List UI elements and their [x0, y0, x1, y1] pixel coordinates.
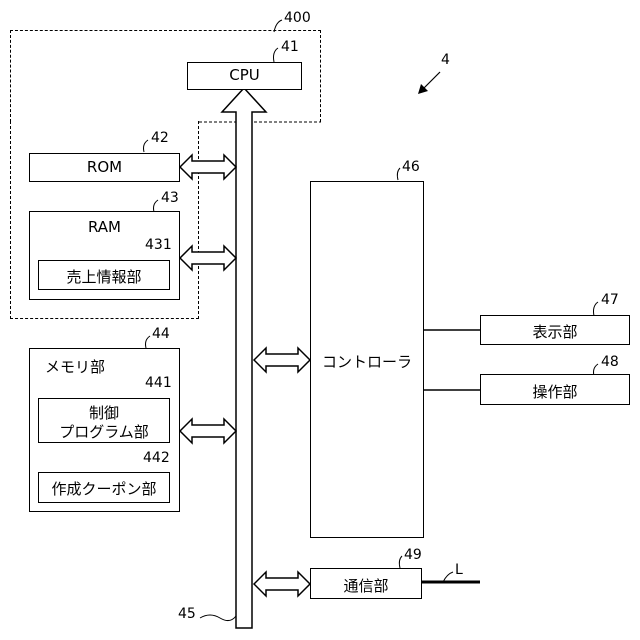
operation-label: 操作部 [480, 381, 630, 402]
ref-41: 41 [281, 39, 299, 55]
ref-49: 49 [404, 547, 422, 563]
control-program-label-line1: 制御 [38, 402, 170, 423]
ref-45: 45 [178, 606, 196, 622]
rom-bus-arrow [180, 155, 236, 179]
memory-label: メモリ部 [45, 356, 105, 377]
line-L-label: L [455, 562, 463, 578]
leader-400 [274, 20, 282, 32]
rom-label: ROM [29, 158, 180, 176]
ref-48: 48 [601, 354, 619, 370]
leader-45 [200, 615, 236, 621]
ref-400: 400 [284, 10, 311, 26]
memory-bus-arrow [180, 419, 236, 443]
ref-441: 441 [145, 375, 172, 391]
leader-49 [399, 556, 402, 568]
leader-47 [594, 302, 599, 316]
controller-bus-arrow [254, 348, 310, 372]
controller-label: コントローラ [310, 351, 424, 372]
ram-bus-arrow [180, 246, 236, 270]
ram-label: RAM [29, 218, 180, 236]
ref-43: 43 [161, 190, 179, 206]
ram-sales-info-label: 売上情報部 [38, 266, 170, 287]
ref-42: 42 [151, 130, 169, 146]
display-label: 表示部 [480, 321, 630, 342]
ref-4: 4 [441, 52, 450, 68]
coupon-label: 作成クーポン部 [38, 478, 170, 499]
comm-bus-arrow [254, 572, 310, 596]
comm-label: 通信部 [310, 575, 422, 596]
cpu-label: CPU [187, 66, 302, 84]
leader-46 [397, 168, 400, 180]
control-program-label-line2: プログラム部 [38, 421, 170, 442]
ref-47: 47 [601, 292, 619, 308]
ref-442: 442 [143, 450, 170, 466]
ref-431: 431 [145, 237, 172, 253]
figure-ref-arrow-line [422, 72, 440, 90]
leader-42 [144, 140, 149, 152]
ref-44: 44 [152, 326, 170, 342]
leader-41 [274, 48, 279, 62]
leader-44 [146, 336, 151, 348]
ref-46: 46 [402, 159, 420, 175]
